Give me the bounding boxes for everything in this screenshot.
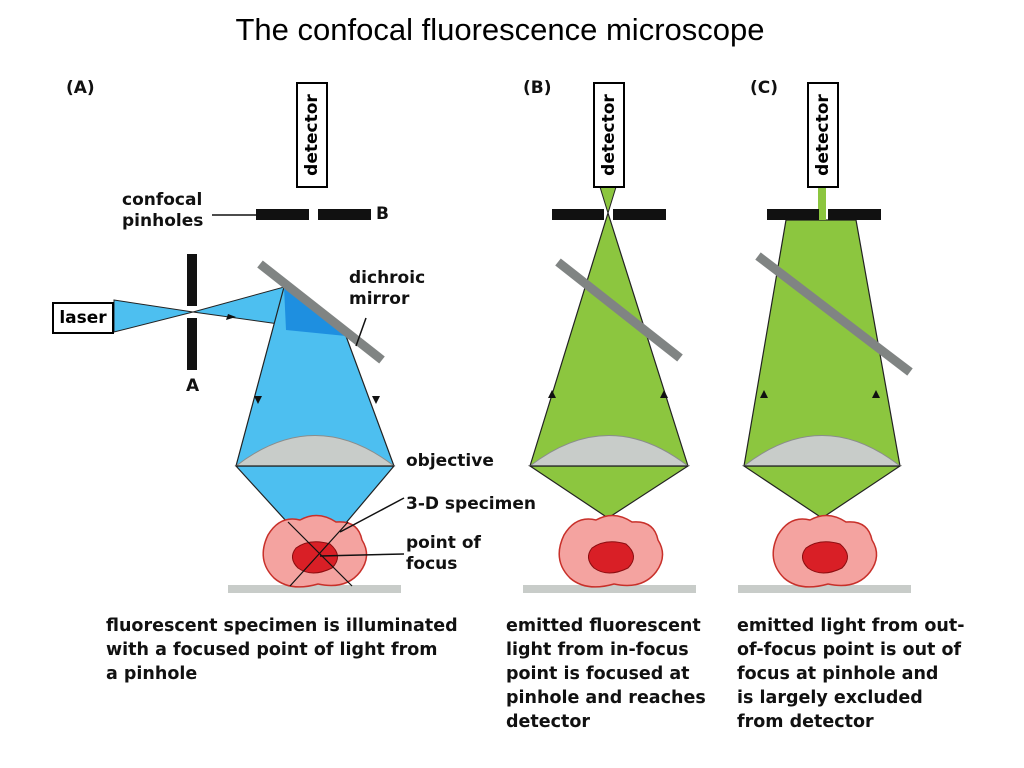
- focus-label-line-2: focus: [406, 554, 458, 574]
- panel-c-graphic: [738, 187, 913, 593]
- objective-label: objective: [406, 451, 494, 471]
- pinhole-b-right: [318, 209, 371, 220]
- stage-a: [228, 585, 401, 593]
- pinhole-c-right: [828, 209, 881, 220]
- detector-c-label: detector: [813, 94, 833, 176]
- pinholes-label-line-2: pinholes: [122, 211, 204, 231]
- caption-b-line-1: emitted fluorescent: [506, 616, 701, 636]
- specimen-core-b: [588, 541, 634, 574]
- specimen-label: 3-D specimen: [406, 494, 536, 514]
- emission-leak-c: [818, 187, 826, 220]
- specimen-core-a: [292, 541, 338, 574]
- stage-c: [738, 585, 911, 593]
- mirror-label: dichroic mirror: [349, 268, 425, 310]
- caption-c: emitted light from out- of-focus point i…: [737, 614, 964, 734]
- pinhole-b-left: [256, 209, 309, 220]
- caption-a-line-2: with a focused point of light from: [106, 640, 438, 660]
- arrow-up-b-left: [548, 390, 556, 398]
- pinholes-label: confocal pinholes: [122, 190, 203, 232]
- panel-b-tag: (B): [523, 78, 552, 98]
- specimen-core-c: [802, 541, 848, 574]
- pinhole-b-right-b: [613, 209, 666, 220]
- panel-a-tag: (A): [66, 78, 95, 98]
- caption-c-line-1: emitted light from out-: [737, 616, 965, 636]
- pinhole-a-lower: [187, 318, 197, 370]
- objective-lens-c: [742, 435, 902, 467]
- caption-c-line-5: from detector: [737, 712, 874, 732]
- detector-b: detector: [593, 82, 625, 188]
- arrow-down-left: [254, 396, 262, 404]
- dichroic-mirror-c: [755, 252, 913, 376]
- specimen-pointer: [339, 497, 405, 533]
- caption-c-line-4: is largely excluded: [737, 688, 923, 708]
- caption-b-line-4: pinhole and reaches: [506, 688, 706, 708]
- pinholes-label-line-1: confocal: [122, 190, 203, 210]
- mirror-label-line-1: dichroic: [349, 268, 426, 288]
- mirror-label-line-2: mirror: [349, 289, 410, 309]
- dichroic-mirror-b: [555, 258, 683, 362]
- focus-pointer: [319, 553, 405, 557]
- detector-b-label: detector: [599, 94, 619, 176]
- laser-box: laser: [52, 302, 114, 334]
- arrow-down-right: [372, 396, 380, 404]
- detector-c: detector: [807, 82, 839, 188]
- pinhole-a-upper: [187, 254, 197, 306]
- panel-b-graphic: [523, 186, 696, 593]
- panel-a-graphic: [113, 209, 405, 593]
- caption-a: fluorescent specimen is illuminated with…: [106, 614, 458, 686]
- caption-a-line-1: fluorescent specimen is illuminated: [106, 616, 458, 636]
- page-title: The confocal fluorescence microscope: [235, 12, 765, 47]
- stage-b: [523, 585, 696, 593]
- arrow-up-c-left: [760, 390, 768, 398]
- objective-lens: [234, 435, 396, 467]
- caption-b-line-5: detector: [506, 712, 591, 732]
- caption-a-line-3: a pinhole: [106, 664, 198, 684]
- pinhole-b-left-b: [552, 209, 604, 220]
- laser-beam-in: [113, 299, 194, 333]
- mirror-pointer: [355, 317, 367, 347]
- focus-ray-1: [287, 521, 353, 587]
- panel-c-tag: (C): [750, 78, 779, 98]
- caption-c-line-2: of-focus point is out of: [737, 640, 962, 660]
- arrow-laser: [226, 314, 236, 320]
- pinhole-c-left: [767, 209, 819, 220]
- focus-label: point of focus: [406, 533, 481, 575]
- detector-a: detector: [296, 82, 328, 188]
- dichroic-mirror: [257, 260, 385, 364]
- focus-ray-2: [289, 521, 349, 587]
- caption-b-line-2: light from in-focus: [506, 640, 689, 660]
- emission-cone-c-lower: [742, 465, 902, 519]
- arrow-up-c-right: [872, 390, 880, 398]
- pinhole-b-label: B: [376, 204, 389, 224]
- emission-cone-b-lower: [528, 465, 691, 519]
- focus-label-line-1: point of: [406, 533, 481, 553]
- caption-c-line-3: focus at pinhole and: [737, 664, 939, 684]
- detector-a-label: detector: [302, 94, 322, 176]
- caption-b-line-3: point is focused at: [506, 664, 690, 684]
- pinhole-a-label: A: [186, 376, 200, 396]
- arrow-up-b-right: [660, 390, 668, 398]
- emission-cone-b-upper: [529, 210, 689, 467]
- objective-lens-b: [528, 435, 690, 467]
- caption-b: emitted fluorescent light from in-focus …: [506, 614, 706, 734]
